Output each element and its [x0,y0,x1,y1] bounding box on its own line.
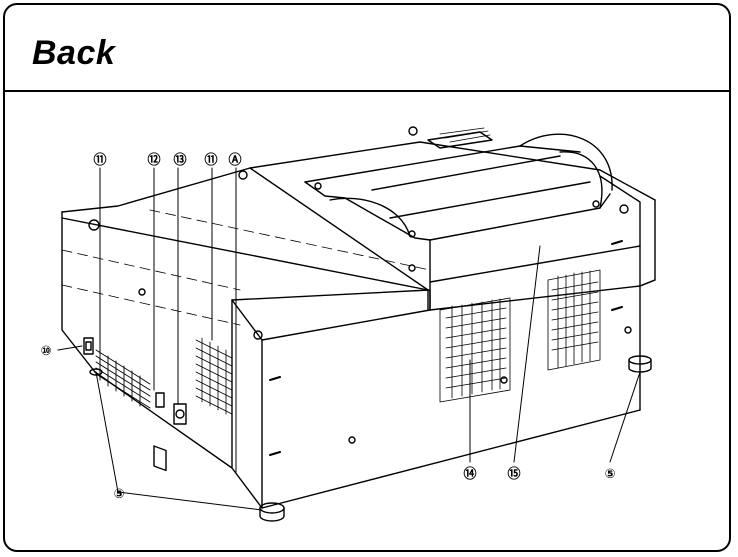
figure-frame [3,3,731,552]
callout-5-left: ⑤ [113,487,124,502]
callout-5-right: ⑤ [604,467,615,482]
callout-13: ⑬ [173,152,186,168]
callout-10: ⑩ [40,344,51,359]
figure-title: Back [32,34,116,72]
callout-a: Ⓐ [228,152,241,168]
callout-12: ⑫ [147,152,160,168]
callout-14: ⑭ [463,466,476,482]
callout-11-right: ⑪ [204,152,217,168]
title-divider [5,90,729,92]
callout-11-left: ⑪ [93,152,106,168]
callout-15: ⑮ [507,466,520,482]
